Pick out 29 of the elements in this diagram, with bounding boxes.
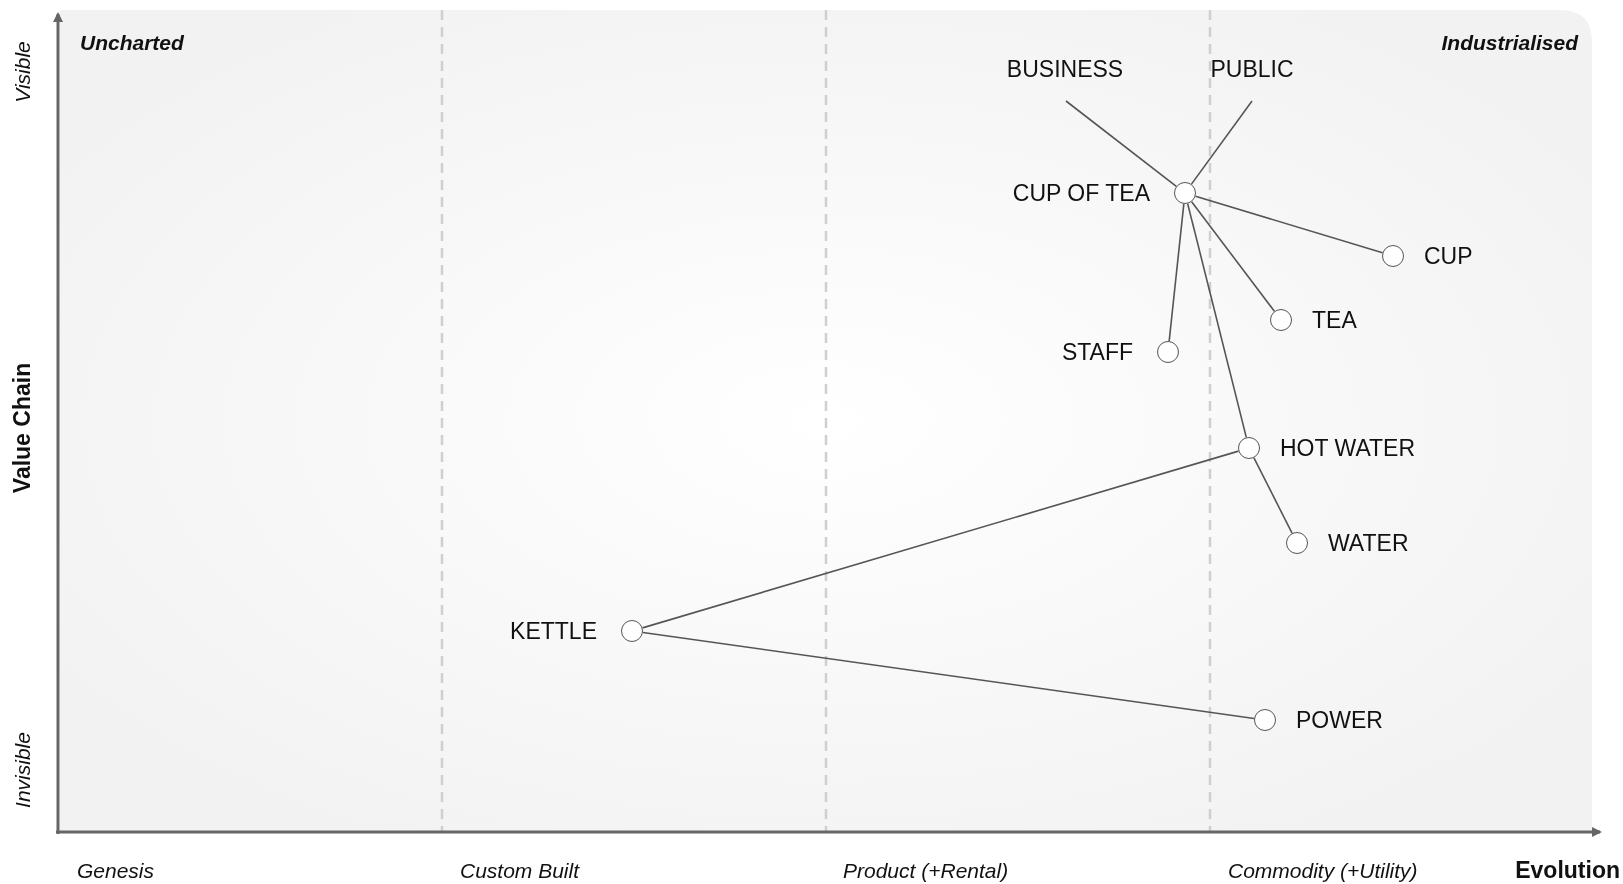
axis-label: Custom Built [460, 859, 580, 881]
dependency-line [641, 450, 1240, 629]
dependency-line [1190, 100, 1253, 185]
component-label: WATER [1328, 531, 1409, 555]
component-label: CUP OF TEA [1012, 181, 1150, 205]
stage-label: Industrialised [1441, 31, 1578, 53]
axis-label: Commodity (+Utility) [1228, 859, 1418, 881]
component-label: BUSINESS [1006, 57, 1124, 81]
stage-label: Uncharted [80, 31, 184, 53]
component-label: HOT WATER [1280, 436, 1415, 460]
dependency-line [1186, 202, 1248, 439]
axis-label: Genesis [77, 859, 155, 881]
axis-title: Value Chain [10, 362, 34, 494]
component-label: TEA [1312, 308, 1357, 332]
component-label: KETTLE [510, 619, 597, 643]
component-label: PUBLIC [1210, 57, 1294, 81]
dependency-line [642, 631, 1255, 720]
dependency-line [1253, 457, 1293, 534]
component-label: POWER [1296, 708, 1383, 732]
component-label: STAFF [1061, 340, 1133, 364]
component-label: CUP [1424, 244, 1473, 268]
dependency-line [1065, 100, 1178, 188]
axis-label: Product (+Rental) [843, 859, 1009, 881]
axis-label: Invisible [11, 732, 33, 808]
dependency-line [1168, 203, 1185, 342]
axis-title: Evolution [1515, 858, 1620, 882]
dependency-line [1194, 195, 1384, 254]
axis-label: Visible [11, 41, 33, 103]
dependency-line [1190, 201, 1276, 313]
